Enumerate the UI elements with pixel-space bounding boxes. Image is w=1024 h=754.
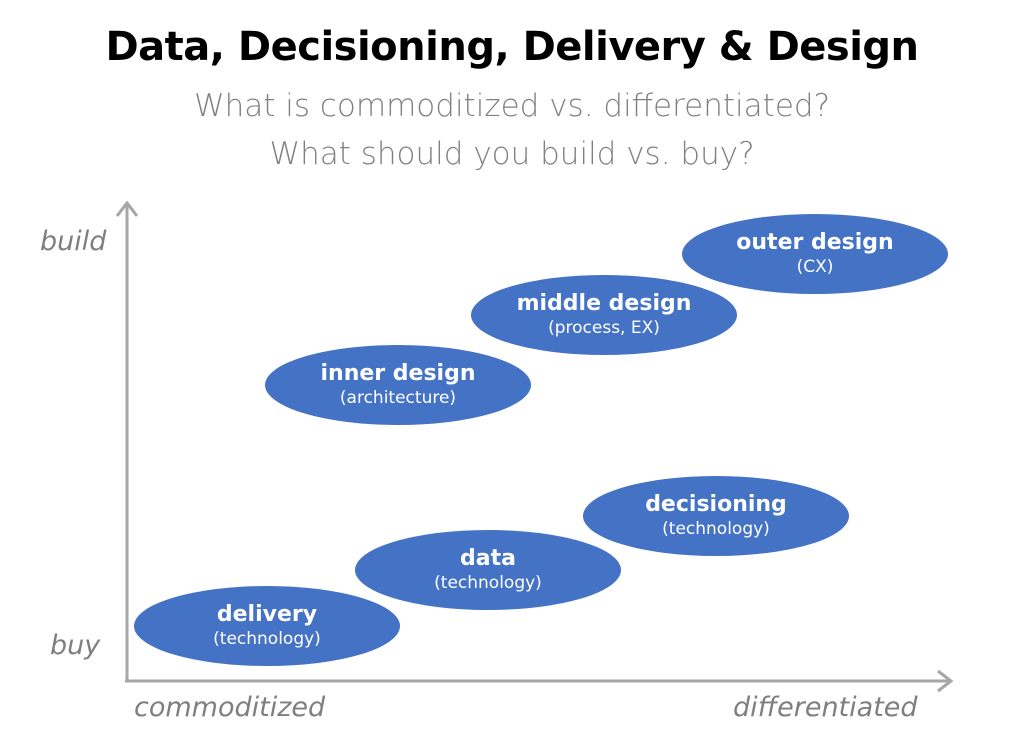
ellipse-label: middle design bbox=[516, 291, 692, 316]
ellipse-decisioning[interactable]: decisioning (technology) bbox=[583, 476, 849, 556]
subtitle-question-2: What should you build vs. buy? bbox=[269, 136, 755, 172]
ellipse-detail: (CX) bbox=[796, 257, 834, 277]
page-title: Data, Decisioning, Delivery & Design bbox=[105, 24, 919, 70]
x-axis-right-label: differentiated bbox=[733, 692, 918, 723]
y-axis-top-label: build bbox=[40, 226, 107, 257]
ellipse-detail: (technology) bbox=[213, 629, 321, 649]
y-axis-arrow-icon bbox=[115, 200, 139, 682]
ellipse-delivery[interactable]: delivery (technology) bbox=[134, 586, 400, 666]
subtitle-question-1: What is commoditized vs. differentiated? bbox=[193, 88, 831, 124]
ellipse-inner-design[interactable]: inner design (architecture) bbox=[265, 345, 531, 425]
ellipse-detail: (technology) bbox=[662, 519, 770, 539]
ellipse-outer-design[interactable]: outer design (CX) bbox=[682, 214, 948, 294]
ellipse-middle-design[interactable]: middle design (process, EX) bbox=[471, 275, 737, 355]
ellipse-detail: (architecture) bbox=[339, 388, 457, 408]
ellipse-label: data bbox=[460, 546, 516, 571]
ellipse-label: delivery bbox=[216, 602, 318, 627]
ellipse-label: inner design bbox=[320, 361, 476, 386]
x-axis-left-label: commoditized bbox=[134, 692, 326, 723]
ellipse-label: outer design bbox=[736, 230, 894, 255]
y-axis-bottom-label: buy bbox=[50, 630, 101, 661]
x-axis-arrow-icon bbox=[125, 669, 954, 693]
ellipse-detail: (technology) bbox=[434, 573, 542, 593]
ellipse-detail: (process, EX) bbox=[548, 318, 660, 338]
ellipse-data[interactable]: data (technology) bbox=[355, 530, 621, 610]
ellipse-label: decisioning bbox=[645, 492, 787, 517]
